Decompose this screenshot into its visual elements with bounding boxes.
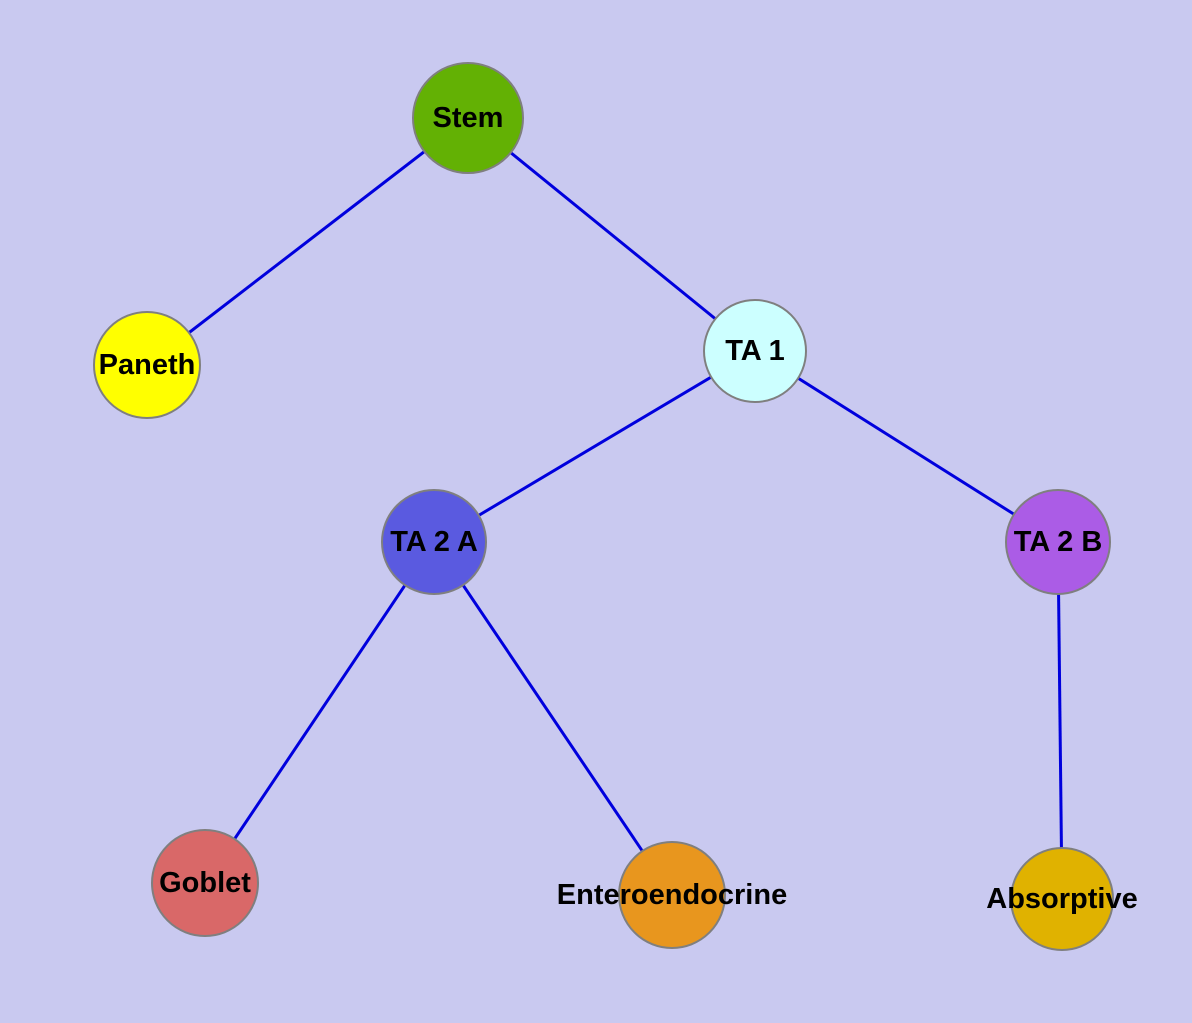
edge-ta2b-absorptive[interactable] [1056, 541, 1064, 900]
node-label-ta2a: TA 2 A [390, 526, 478, 558]
node-label-paneth: Paneth [99, 349, 196, 381]
node-label-ta1: TA 1 [725, 335, 785, 367]
node-ta2b[interactable] [1005, 489, 1111, 595]
edge-stem-ta1[interactable] [467, 116, 756, 353]
node-label-absorptive: Absorptive [986, 883, 1137, 915]
node-enteroendocrine[interactable] [618, 841, 726, 949]
node-label-stem: Stem [433, 102, 504, 134]
node-label-enteroendocrine: Enteroendocrine [557, 879, 787, 911]
edge-ta2a-enteroendocrine[interactable] [432, 541, 674, 896]
node-paneth[interactable] [93, 311, 201, 419]
node-label-goblet: Goblet [159, 867, 251, 899]
edge-stem-paneth[interactable] [146, 116, 469, 367]
node-label-ta2b: TA 2 B [1014, 526, 1103, 558]
node-absorptive[interactable] [1010, 847, 1114, 951]
node-goblet[interactable] [151, 829, 259, 937]
edge-ta2a-goblet[interactable] [203, 541, 436, 884]
edge-ta1-ta2b[interactable] [754, 349, 1059, 544]
node-ta2a[interactable] [381, 489, 487, 595]
node-ta1[interactable] [703, 299, 807, 403]
node-stem[interactable] [412, 62, 524, 174]
edge-ta1-ta2a[interactable] [433, 349, 756, 544]
